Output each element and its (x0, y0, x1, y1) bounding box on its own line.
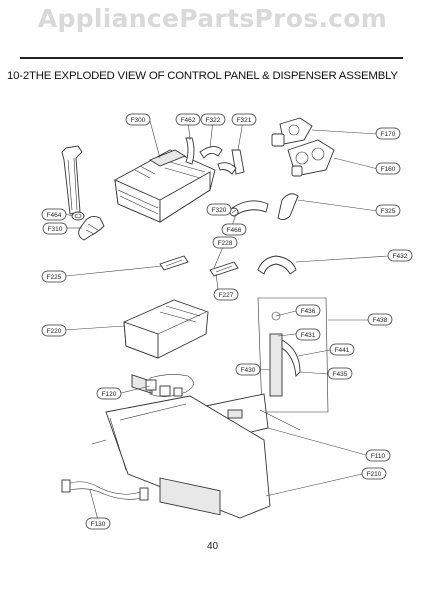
drain-pipe-part (61, 145, 83, 215)
dispenser-hose-part (229, 200, 269, 217)
svg-text:F430: F430 (241, 367, 256, 374)
svg-text:F300: F300 (131, 117, 146, 124)
inlet-valve-part (271, 117, 313, 147)
svg-text:F431: F431 (301, 332, 316, 339)
callout-f300: F300 (125, 113, 151, 126)
cable-part (61, 479, 149, 501)
callout-f466: F466 (221, 223, 247, 236)
callout-f130: F130 (85, 517, 111, 530)
callout-f321: F321 (231, 113, 257, 126)
callout-f462: F462 (175, 113, 201, 126)
leader-lines (63, 120, 389, 521)
callout-f227: F227 (213, 288, 239, 301)
callout-f435: F435 (327, 367, 353, 380)
callout-f325: F325 (375, 204, 401, 217)
svg-text:F225: F225 (47, 274, 62, 281)
callout-f430: F430 (235, 363, 261, 376)
siphon-cap-part-2 (209, 261, 239, 277)
dispenser-housing-part (114, 149, 216, 223)
callout-f320: F320 (206, 203, 232, 216)
callout-f322: F322 (200, 113, 226, 126)
callout-f120: F120 (96, 387, 122, 400)
svg-text:F130: F130 (91, 521, 106, 528)
header-rule (20, 57, 403, 59)
elbow-hose-part (78, 215, 105, 241)
svg-text:F466: F466 (227, 227, 242, 234)
callout-f225: F225 (41, 270, 67, 283)
wire-harness-part (145, 374, 194, 397)
svg-text:F210: F210 (367, 471, 382, 478)
callout-f110: F110 (365, 449, 391, 462)
inlet-hoses-part (185, 137, 245, 175)
callout-f170: F170 (375, 127, 401, 140)
bracket-part (257, 255, 297, 275)
svg-text:F227: F227 (219, 292, 234, 299)
svg-text:F220: F220 (47, 328, 62, 335)
callout-f441: F441 (329, 343, 355, 356)
callout-f310: F310 (42, 222, 68, 235)
callout-f438: F438 (367, 313, 393, 326)
svg-text:F228: F228 (218, 240, 233, 247)
page-number: 40 (206, 541, 219, 552)
svg-text:F436: F436 (301, 308, 316, 315)
dispenser-drawer-part (123, 299, 209, 394)
valve-hose-part (277, 193, 299, 221)
hose-ring-part (71, 211, 85, 221)
svg-text:F325: F325 (381, 208, 396, 215)
callout-f210: F210 (361, 467, 387, 480)
svg-text:F160: F160 (381, 166, 396, 173)
site-watermark: AppliancePartsPros.com (37, 4, 388, 33)
svg-text:F432: F432 (393, 253, 408, 260)
siphon-cap-part (159, 255, 189, 271)
svg-text:F320: F320 (212, 207, 227, 214)
water-valve-part (287, 139, 335, 177)
pcb-frame-part (257, 297, 329, 413)
callout-f464: F464 (41, 208, 67, 221)
callout-f436: F436 (295, 304, 321, 317)
callout-f160: F160 (375, 162, 401, 175)
svg-text:F438: F438 (373, 317, 388, 324)
callout-f228: F228 (212, 236, 238, 249)
svg-text:F170: F170 (381, 131, 396, 138)
page-title: 10-2THE EXPLODED VIEW OF CONTROL PANEL &… (7, 70, 398, 82)
svg-text:F110: F110 (371, 453, 386, 460)
svg-text:F310: F310 (48, 226, 63, 233)
callout-f220: F220 (41, 324, 67, 337)
svg-text:F435: F435 (333, 371, 348, 378)
svg-text:F441: F441 (335, 347, 350, 354)
control-panel-part (91, 395, 271, 519)
svg-text:F462: F462 (181, 117, 196, 124)
callout-f432: F432 (387, 249, 413, 262)
svg-text:F321: F321 (237, 117, 252, 124)
svg-text:F322: F322 (206, 117, 221, 124)
svg-text:F120: F120 (102, 391, 117, 398)
svg-text:F464: F464 (47, 212, 62, 219)
callout-f431: F431 (295, 328, 321, 341)
